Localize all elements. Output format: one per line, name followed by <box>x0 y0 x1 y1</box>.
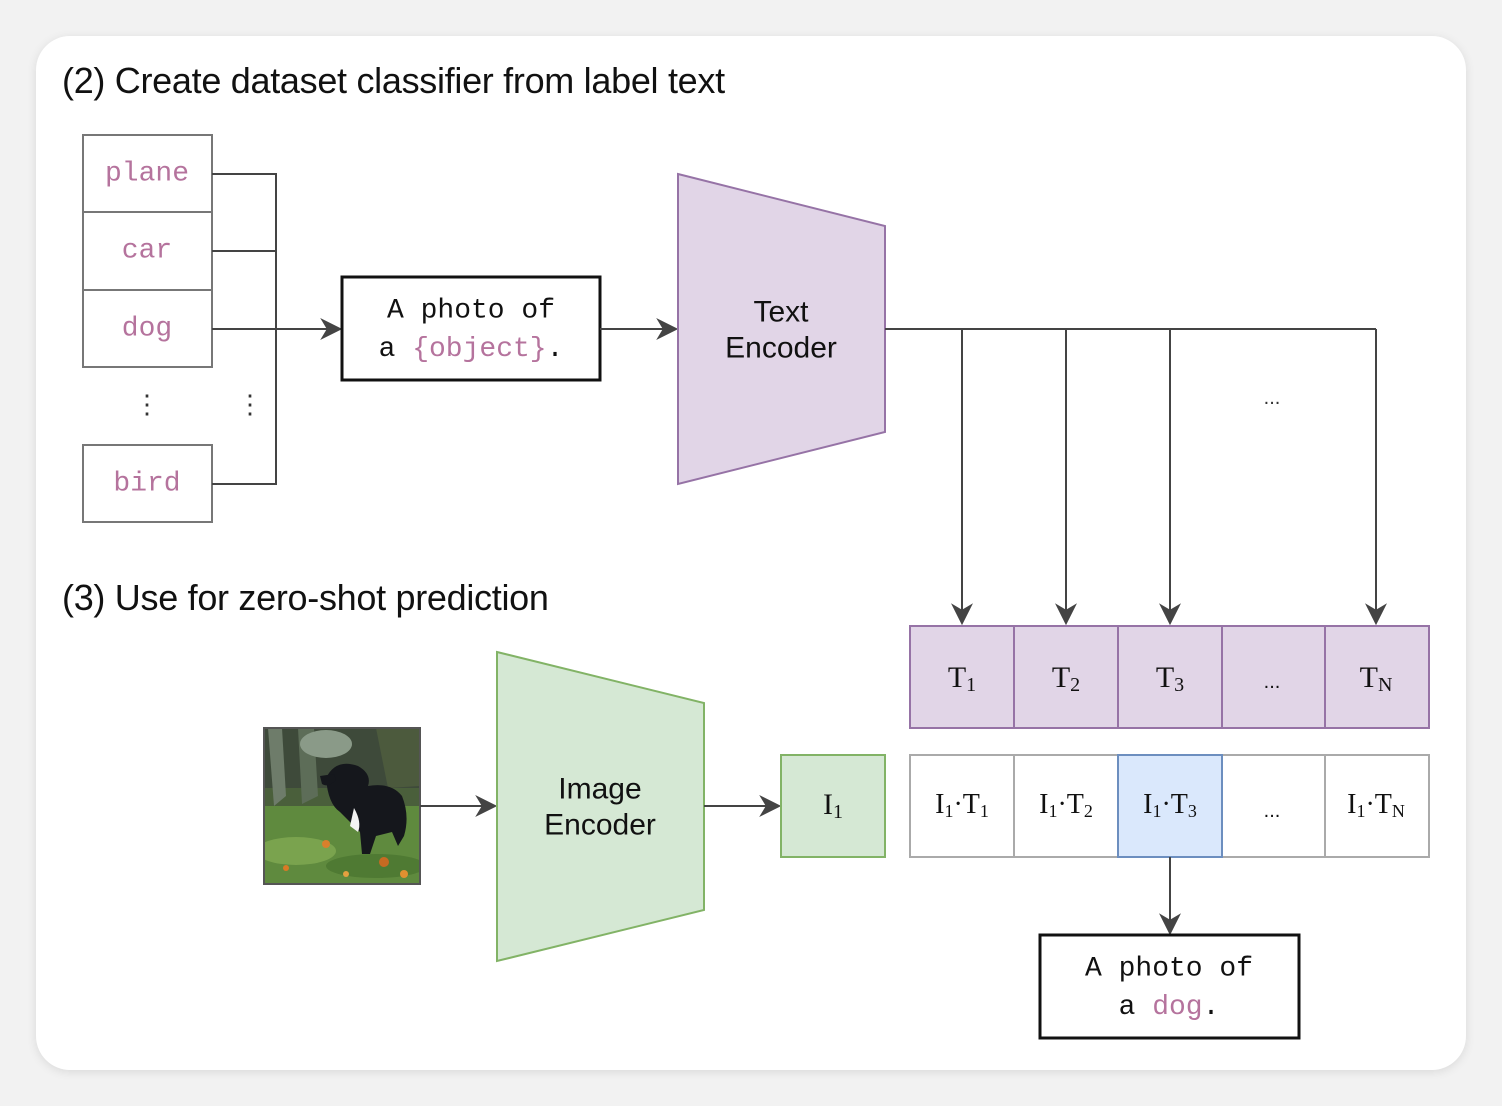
image-embedding-i1: I1 <box>823 788 843 824</box>
vertical-ellipsis-connector: ⋮ <box>237 389 263 419</box>
diagram-card: (2) Create dataset classifier from label… <box>36 36 1466 1070</box>
text-embedding-t2: T2 <box>1052 661 1080 697</box>
template-placeholder: {object} <box>412 334 546 365</box>
label-list <box>82 134 213 523</box>
similarity-i1-t1: I1·T1 <box>935 789 989 822</box>
template-line2: a {object}. <box>379 334 564 365</box>
text-embedding-cell-2 <box>1013 625 1119 729</box>
similarity-cell-ellipsis <box>1221 754 1326 858</box>
template-box <box>340 275 602 382</box>
label-connector <box>212 173 343 485</box>
text-embedding-t3: T3 <box>1156 661 1184 697</box>
prediction-prefix: a <box>1119 992 1153 1023</box>
text-embedding-cell-1 <box>909 625 1015 729</box>
similarity-cell-1 <box>909 754 1015 858</box>
similarity-cell-3-highlight <box>1117 754 1223 858</box>
label-plane: plane <box>105 159 189 190</box>
template-line1: A photo of <box>387 296 555 327</box>
text-embedding-row <box>909 625 1430 729</box>
prediction-line2: a dog. <box>1119 992 1220 1023</box>
section-3-title: (3) Use for zero-shot prediction <box>62 577 549 618</box>
label-car: car <box>122 236 172 267</box>
text-embedding-t1: T1 <box>948 661 976 697</box>
image-encoder-line1: Image <box>558 773 641 806</box>
label-dog: dog <box>122 314 172 345</box>
similarity-ellipsis: ... <box>1264 800 1281 822</box>
template-prefix: a <box>379 334 413 365</box>
text-embedding-ellipsis: ... <box>1264 671 1281 693</box>
prediction-suffix: . <box>1203 992 1220 1023</box>
prediction-word: dog <box>1152 992 1202 1023</box>
image-encoder <box>496 650 705 963</box>
text-embedding-cell-n <box>1324 625 1430 729</box>
similarity-i1-t2: I1·T2 <box>1039 789 1093 822</box>
similarity-cell-n <box>1324 754 1430 858</box>
similarity-i1-tn: I1·TN <box>1347 789 1405 822</box>
label-box-bird <box>82 444 213 523</box>
prediction-box <box>1038 933 1301 1040</box>
text-embedding-arrows <box>885 328 1387 626</box>
vertical-ellipsis-labels: ⋮ <box>134 389 160 419</box>
image-embedding-box <box>780 754 886 858</box>
label-bird: bird <box>113 469 180 500</box>
similarity-cell-2 <box>1013 754 1119 858</box>
arrows-ellipsis: ... <box>1264 387 1281 409</box>
text-embedding-tn: TN <box>1360 661 1393 697</box>
prediction-line1: A photo of <box>1085 954 1253 985</box>
similarity-row <box>909 754 1430 858</box>
clip-diagram: plane car dog bird ⋮ ⋮ A photo of a {obj… <box>82 134 1430 1040</box>
text-encoder-line2: Encoder <box>725 332 837 365</box>
dog-photo <box>264 728 420 884</box>
image-encoder-line2: Encoder <box>544 809 656 842</box>
text-encoder <box>677 172 886 486</box>
text-encoder-line1: Text <box>753 296 809 329</box>
similarity-i1-t3: I1·T3 <box>1143 789 1197 822</box>
section-2-title: (2) Create dataset classifier from label… <box>62 60 725 101</box>
template-suffix: . <box>547 334 564 365</box>
